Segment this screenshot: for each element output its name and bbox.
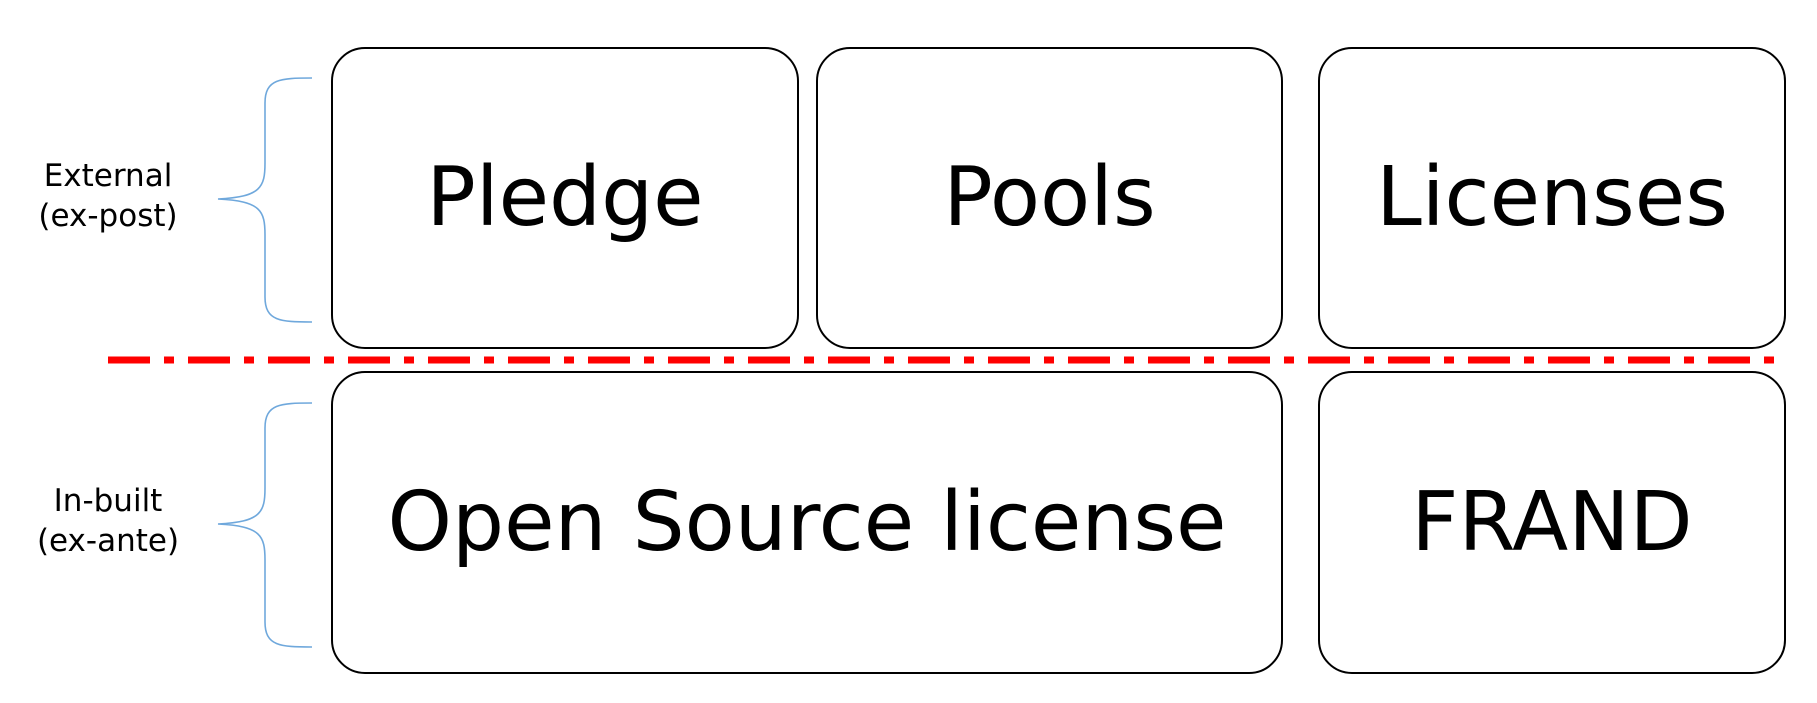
row-label-inbuilt-line2: (ex-ante) bbox=[36, 523, 180, 559]
row-label-external-line2: (ex-post) bbox=[38, 198, 178, 234]
row-label-external-line1: External bbox=[43, 158, 173, 194]
box-open-source-license: Open Source license bbox=[331, 371, 1283, 674]
brace-inbuilt-icon bbox=[217, 402, 313, 648]
box-frand-label: FRAND bbox=[1411, 474, 1693, 570]
row-label-external: External (ex-post) bbox=[28, 156, 188, 236]
box-frand: FRAND bbox=[1318, 371, 1786, 674]
brace-external-icon bbox=[217, 77, 313, 323]
box-pools: Pools bbox=[816, 47, 1283, 349]
box-pledge: Pledge bbox=[331, 47, 799, 349]
box-pools-label: Pools bbox=[943, 150, 1156, 245]
row-label-inbuilt: In-built (ex-ante) bbox=[28, 481, 188, 561]
row-label-inbuilt-line1: In-built bbox=[53, 483, 163, 519]
box-pledge-label: Pledge bbox=[426, 150, 704, 245]
box-open-source-license-label: Open Source license bbox=[387, 474, 1227, 570]
box-licenses-label: Licenses bbox=[1376, 150, 1728, 245]
box-licenses: Licenses bbox=[1318, 47, 1786, 349]
